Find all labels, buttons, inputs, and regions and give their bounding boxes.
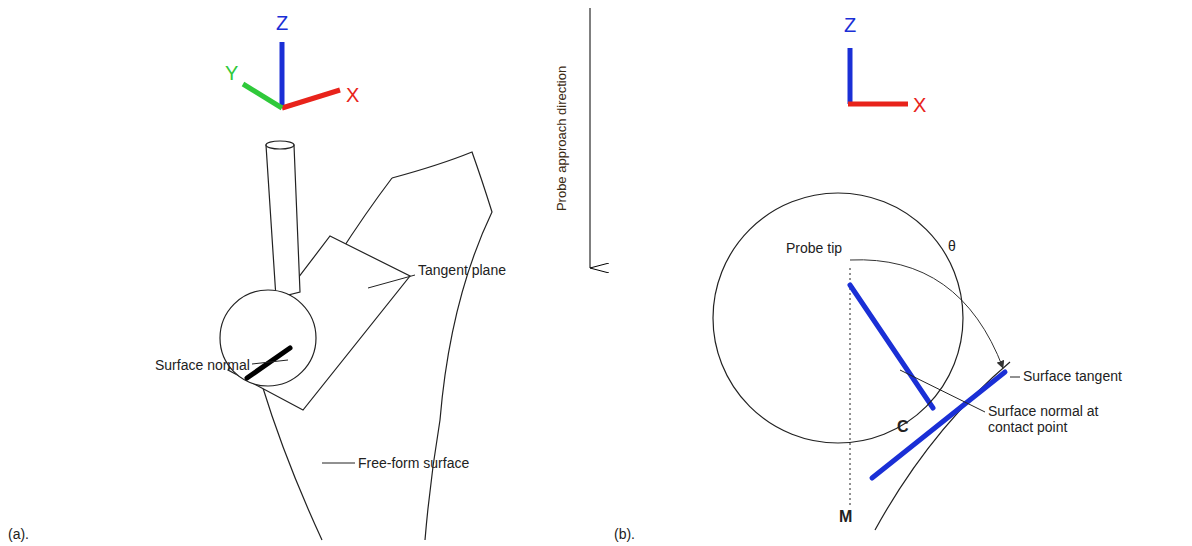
axes-b — [848, 48, 908, 104]
angle-symbol: θ — [948, 238, 956, 254]
part-label: Surface normal at contact point — [988, 403, 1118, 435]
leader-line — [252, 360, 288, 364]
axis-label: X — [346, 84, 359, 107]
axis-label: X — [913, 94, 926, 117]
approach-arrow — [590, 8, 591, 268]
panel-label: (a). — [8, 526, 29, 542]
panel-label: (b). — [614, 526, 635, 542]
axis-label: Z — [844, 14, 856, 37]
probe-tip-circle: Probe tip — [712, 192, 964, 444]
axes-a — [243, 42, 340, 108]
axis-label: Z — [276, 12, 288, 35]
tangent-line — [872, 372, 1005, 478]
leader-line — [322, 463, 355, 464]
surface-normal-line — [247, 348, 290, 378]
part-label: Surface tangent — [1023, 368, 1122, 384]
dotted-vertical — [850, 268, 851, 505]
normal-line — [850, 285, 933, 408]
direction-label: Probe approach direction — [555, 66, 570, 211]
node-label: Probe tip — [786, 240, 842, 256]
part-label: Tangent plane — [418, 262, 506, 278]
axis-label: Y — [225, 62, 238, 85]
leader-line — [900, 370, 985, 412]
point-label: M — [839, 508, 852, 526]
circle-outline — [712, 192, 964, 444]
leader-line — [1010, 377, 1020, 378]
probe-stylus — [266, 141, 300, 298]
part-label: Free-form surface — [358, 455, 469, 471]
theta-arc — [850, 260, 1003, 368]
leader-line — [368, 275, 415, 288]
part-label: Surface normal — [155, 357, 250, 373]
point-label: C — [897, 418, 909, 436]
